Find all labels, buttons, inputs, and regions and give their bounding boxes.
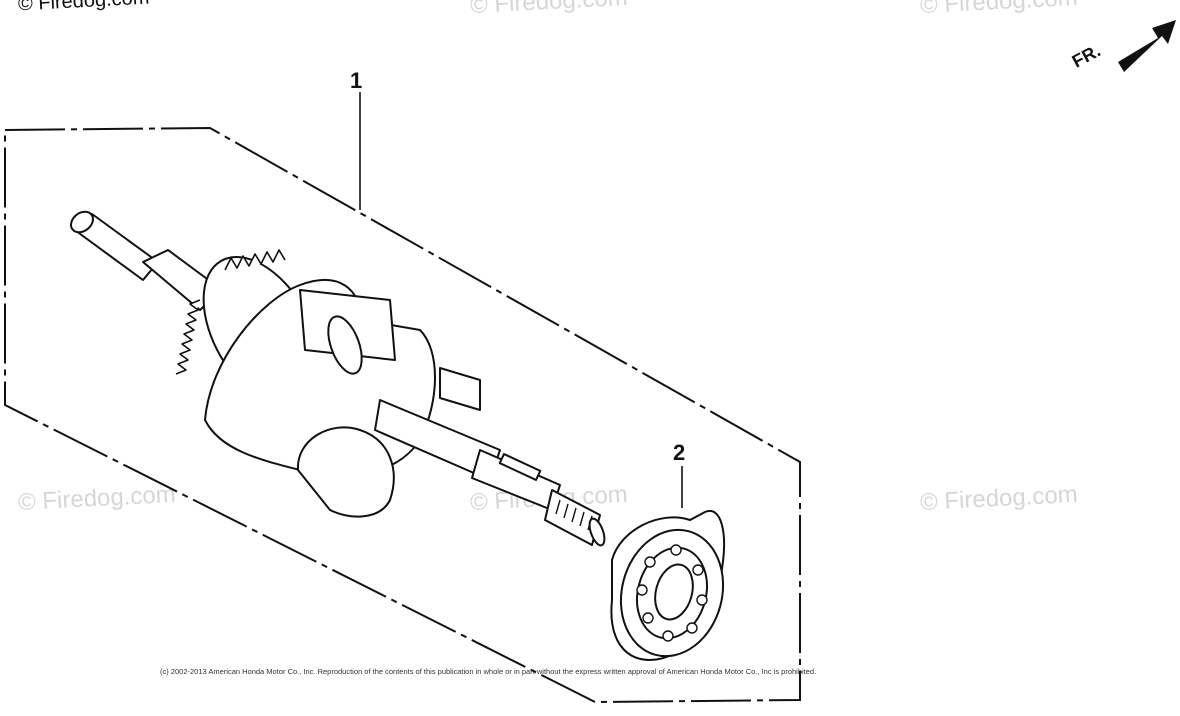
front-direction-arrow-icon (1118, 20, 1176, 72)
crankshaft-drawing (70, 210, 606, 547)
callout-part-2: 2 (673, 440, 686, 465)
copyright-notice: (c) 2002-2013 American Honda Motor Co., … (160, 667, 817, 676)
radial-ball-bearing-drawing (610, 509, 726, 662)
callout-part-1: 1 (350, 68, 363, 93)
assembly-outline (4, 126, 801, 704)
leader-lines (359, 92, 683, 508)
